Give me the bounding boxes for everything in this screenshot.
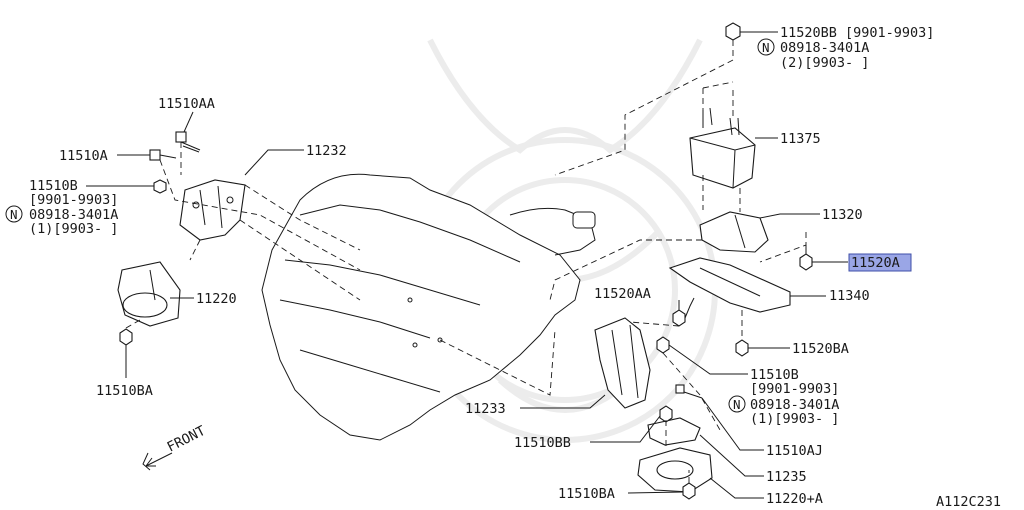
label-11520a[interactable]: 11520A (851, 255, 900, 271)
bolt-11520a (799, 245, 813, 271)
label-11510b-right-range: [9901-9903] (750, 381, 839, 397)
label-11233[interactable]: 11233 (465, 401, 506, 417)
n-symbol-icon (757, 38, 775, 56)
label-11520bb-number[interactable]: 08918-3401A (780, 40, 869, 56)
n-symbol-icon (5, 205, 23, 223)
label-11235[interactable]: 11235 (766, 469, 807, 485)
label-11510ba-right[interactable]: 11510BA (558, 486, 615, 502)
nut-11520ba (735, 339, 749, 357)
mount-bracket-11233 (594, 317, 651, 409)
label-11232[interactable]: 11232 (306, 143, 347, 159)
label-11320[interactable]: 11320 (822, 207, 863, 223)
n-symbol-icon (728, 395, 746, 413)
label-11520ba[interactable]: 11520BA (792, 341, 849, 357)
label-11520bb-quantity: (2)[9903- ] (780, 55, 869, 71)
nut-11520bb (725, 22, 741, 41)
front-label: FRONT (165, 423, 208, 456)
label-11510b-right[interactable]: 11510B (750, 367, 799, 383)
label-11220[interactable]: 11220 (196, 291, 237, 307)
label-11520bb[interactable]: 11520BB [9901-9903] (780, 25, 934, 41)
bracket-11375 (689, 107, 756, 189)
label-11510b-right-number[interactable]: 08918-3401A (750, 397, 839, 413)
insulator-11320 (699, 211, 769, 253)
nut-11510ba-right (682, 482, 696, 500)
nut-11510b-left (153, 179, 167, 194)
crossmember-11340 (668, 257, 791, 313)
label-11510bb[interactable]: 11510BB (514, 435, 571, 451)
diagram-id: A112C231 (936, 494, 1001, 510)
label-11520aa[interactable]: 11520AA (594, 286, 651, 302)
bolt-11520aa (672, 300, 686, 327)
n-symbol: N (10, 207, 18, 222)
label-11510b-left-number[interactable]: 08918-3401A (29, 207, 118, 223)
stopper-11235 (647, 417, 701, 446)
label-11375[interactable]: 11375 (780, 131, 821, 147)
label-11220a[interactable]: 11220+A (766, 491, 823, 507)
label-11510b-left-quantity: (1)[9903- ] (29, 221, 118, 237)
label-11510aa[interactable]: 11510AA (158, 96, 215, 112)
bolt-11510aa (175, 131, 201, 153)
bolt-11510a (149, 149, 177, 161)
mount-insulator-11220 (117, 261, 181, 327)
mount-insulator-11220a (637, 447, 713, 493)
front-arrow-icon (142, 452, 173, 471)
nut-11510bb (659, 405, 673, 423)
label-11510aj[interactable]: 11510AJ (766, 443, 823, 459)
label-11510ba-left[interactable]: 11510BA (96, 383, 153, 399)
label-11340[interactable]: 11340 (829, 288, 870, 304)
bolt-11510aj (675, 384, 703, 399)
highlight-box (848, 253, 912, 272)
mount-bracket-11232 (179, 179, 246, 241)
assembly-lines (125, 40, 807, 483)
label-11510a[interactable]: 11510A (59, 148, 108, 164)
n-symbol: N (733, 397, 741, 412)
label-11510b-left-range: [9901-9903] (29, 192, 118, 208)
n-symbol: N (762, 40, 770, 55)
label-11510b-left[interactable]: 11510B (29, 178, 78, 194)
nut-11510b-right (656, 336, 670, 354)
label-11510b-right-quantity: (1)[9903- ] (750, 411, 839, 427)
leader-lines (86, 31, 848, 499)
nut-11510ba-left (119, 328, 133, 346)
